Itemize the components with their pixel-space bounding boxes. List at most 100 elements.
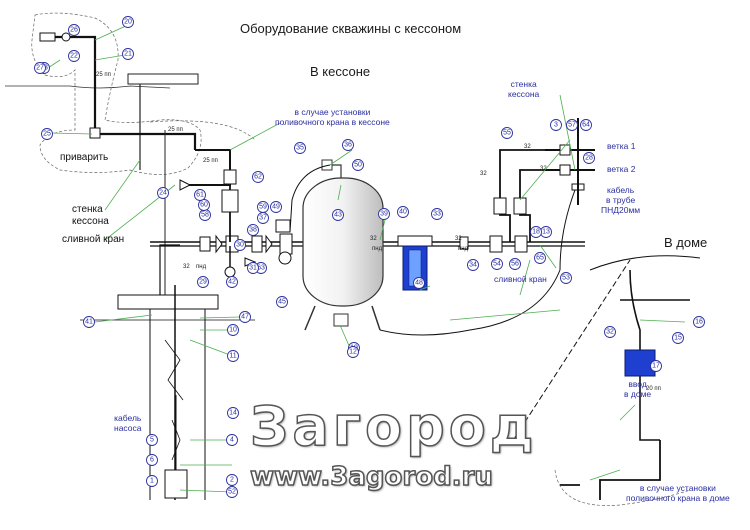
svg-text:1: 1 xyxy=(150,478,154,485)
svg-text:31: 31 xyxy=(249,265,257,272)
callout-32: 32 xyxy=(604,326,616,338)
svg-text:29: 29 xyxy=(199,279,207,286)
callout-31: 31 xyxy=(247,262,259,274)
svg-text:2: 2 xyxy=(230,477,234,484)
pipe-size-32a: 32 xyxy=(370,236,377,242)
pipe-size-25: 25 пп xyxy=(96,72,111,78)
section-caisson: В кессоне xyxy=(310,64,371,79)
ground-line xyxy=(5,85,171,89)
callout-22: 22 xyxy=(68,50,80,62)
svg-text:57: 57 xyxy=(568,122,576,129)
label-branch-2: ветка 2 xyxy=(607,164,636,174)
label-pump-cable: кабель насоса xyxy=(114,413,142,433)
watermark-brand: Загород xyxy=(249,394,538,459)
house-wall xyxy=(509,259,631,446)
label-caisson-wall-left: стенка кессона xyxy=(72,204,109,227)
callout-62: 62 xyxy=(252,171,264,183)
label-caisson-wall-right: стенка кессона xyxy=(508,79,540,99)
svg-text:58: 58 xyxy=(201,212,209,219)
callout-54: 54 xyxy=(491,258,503,270)
pipe-pnd-c: пнд xyxy=(196,264,207,270)
leader-lines xyxy=(47,24,686,493)
svg-text:65: 65 xyxy=(536,255,544,262)
svg-text:11: 11 xyxy=(229,353,236,360)
pipe-size-32b: 32 xyxy=(455,236,462,242)
svg-text:10: 10 xyxy=(229,327,237,334)
callout-34: 34 xyxy=(467,259,479,271)
svg-text:54: 54 xyxy=(493,261,501,268)
callout-15: 15 xyxy=(672,332,684,344)
callout-1: 1 xyxy=(146,475,158,487)
callout-45: 45 xyxy=(276,296,288,308)
callout-55: 55 xyxy=(501,127,513,139)
dashed-trench-left xyxy=(31,12,202,175)
callout-50: 50 xyxy=(352,159,364,171)
watermark-url: www.3agorod.ru xyxy=(249,461,493,493)
svg-text:37: 37 xyxy=(259,215,267,222)
section-house: В доме xyxy=(664,235,708,250)
svg-text:41: 41 xyxy=(85,319,93,326)
submersible-pump xyxy=(164,395,188,499)
callout-11: 11 xyxy=(227,350,239,362)
svg-text:56: 56 xyxy=(511,261,519,268)
callout-41: 41 xyxy=(83,316,95,328)
label-irrigation-caisson: в случае установки поливочного крана в к… xyxy=(275,107,390,127)
callout-26: 26 xyxy=(68,24,80,36)
callout-10: 10 xyxy=(227,324,239,336)
svg-text:43: 43 xyxy=(334,212,342,219)
svg-text:34: 34 xyxy=(469,262,477,269)
callout-57: 57 xyxy=(566,119,578,131)
callout-5: 5 xyxy=(146,434,158,446)
callout-25: 25 xyxy=(41,128,53,140)
callout-21: 21 xyxy=(122,48,134,60)
callout-37: 37 xyxy=(257,212,269,224)
svg-text:42: 42 xyxy=(228,279,236,286)
svg-text:26: 26 xyxy=(70,27,78,34)
pipe-size-32e: 32 xyxy=(524,144,531,150)
callout-6: 6 xyxy=(146,454,158,466)
label-drain-valve-left: сливной кран xyxy=(62,234,125,245)
svg-text:3: 3 xyxy=(554,122,558,129)
svg-text:18: 18 xyxy=(532,229,540,236)
callout-18: 18 xyxy=(530,226,542,238)
svg-text:59: 59 xyxy=(259,204,267,211)
svg-text:64: 64 xyxy=(582,122,590,129)
label-branch-1: ветка 1 xyxy=(607,141,636,151)
callout-38: 38 xyxy=(247,224,259,236)
pipe-size-32c: 32 xyxy=(183,264,190,270)
label-cable-pipe: кабель в трубе ПНД20мм xyxy=(601,185,641,215)
svg-text:52: 52 xyxy=(228,489,236,496)
svg-text:33: 33 xyxy=(433,211,441,218)
svg-text:50: 50 xyxy=(354,162,362,169)
callout-3: 3 xyxy=(550,119,562,131)
svg-text:62: 62 xyxy=(254,174,262,181)
callout-53: 53 xyxy=(560,272,572,284)
svg-text:25: 25 xyxy=(43,131,51,138)
svg-text:24: 24 xyxy=(159,190,167,197)
callout-4: 4 xyxy=(226,434,238,446)
svg-text:17: 17 xyxy=(652,363,660,370)
svg-text:22: 22 xyxy=(70,53,78,60)
pipe-size-20: 20 пп xyxy=(646,386,661,392)
callout-35: 35 xyxy=(294,142,306,154)
callout-64: 64 xyxy=(580,119,592,131)
callout-60: 60 xyxy=(198,199,210,211)
pipe-size-32f: 32 xyxy=(540,166,547,172)
callout-59: 59 xyxy=(257,201,269,213)
label-drain-valve-right: сливной кран xyxy=(494,274,547,284)
pipe-pnd-a: пнд xyxy=(372,246,383,252)
svg-text:45: 45 xyxy=(278,299,286,306)
callout-65: 65 xyxy=(534,252,546,264)
callout-2: 2 xyxy=(226,474,238,486)
label-weld: приварить xyxy=(60,152,109,163)
svg-text:27: 27 xyxy=(36,65,44,72)
callout-20: 20 xyxy=(122,16,134,28)
svg-text:28: 28 xyxy=(585,155,593,162)
pipe-size-32d: 32 xyxy=(480,171,487,177)
svg-text:35: 35 xyxy=(296,145,304,152)
pipe-size-25b: 25 пп xyxy=(168,127,183,133)
svg-text:5: 5 xyxy=(150,437,154,444)
callout-33: 33 xyxy=(431,208,443,220)
label-irrigation-house: в случае установки поливочного крана в д… xyxy=(626,483,730,503)
